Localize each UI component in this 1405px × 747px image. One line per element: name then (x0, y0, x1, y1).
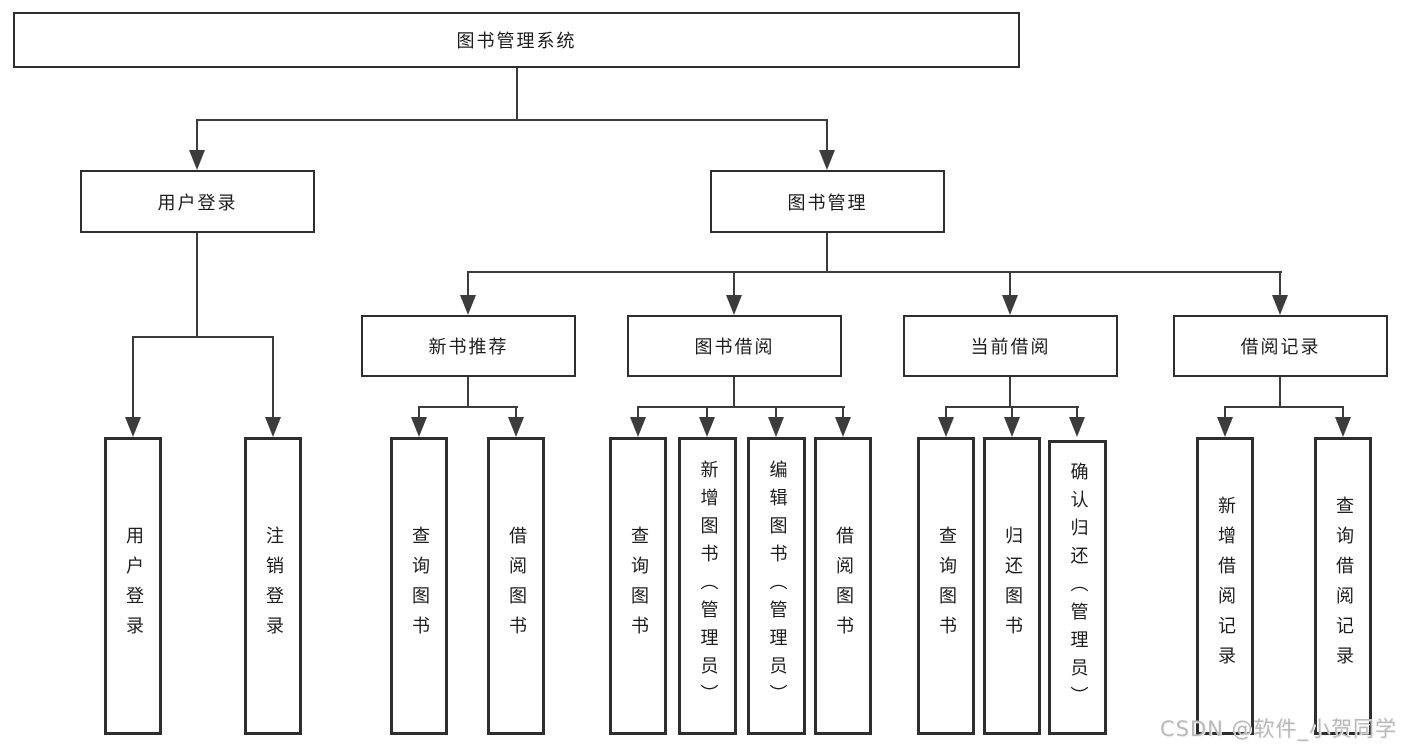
arrow-down-icon (189, 150, 205, 170)
leaf-query-books-borrowing: 查询图书 (609, 437, 667, 735)
connector-line (516, 68, 518, 119)
connector-line (842, 406, 844, 417)
leaf-borrow-books-recommend: 借阅图书 (487, 437, 545, 735)
arrow-down-icon (1004, 417, 1020, 437)
arrow-down-icon (1217, 417, 1233, 437)
node-label: 编辑图书（管理员） (766, 460, 788, 712)
node-label: 借阅记录 (1240, 337, 1321, 358)
connector-line (467, 271, 469, 295)
leaf-logout: 注销登录 (244, 437, 302, 735)
arrow-down-icon (938, 417, 954, 437)
connector-line (1279, 271, 1281, 295)
arrow-down-icon (630, 417, 646, 437)
connector-line (1009, 271, 1011, 295)
leaf-user-login: 用户登录 (104, 437, 162, 735)
node-borrowing-records: 借阅记录 (1173, 315, 1388, 377)
arrow-down-icon (726, 295, 742, 315)
arrow-down-icon (819, 150, 835, 170)
connector-line (196, 119, 198, 150)
leaf-query-books-current: 查询图书 (917, 437, 975, 735)
node-label: 图书管理系统 (456, 31, 577, 52)
node-library-management-system: 图书管理系统 (13, 12, 1020, 68)
arrow-down-icon (699, 417, 715, 437)
node-label: 用户登录 (123, 526, 144, 646)
connector-line (706, 406, 708, 417)
arrow-down-icon (508, 417, 524, 437)
arrow-down-icon (411, 417, 427, 437)
connector-line (515, 406, 517, 417)
connector-line (637, 406, 845, 408)
arrow-down-icon (125, 417, 141, 437)
connector-line (418, 406, 518, 408)
node-label: 图书借阅 (694, 337, 775, 358)
connector-line (1011, 406, 1013, 417)
leaf-borrow-books-borrowing: 借阅图书 (814, 437, 872, 735)
node-label: 图书管理 (787, 192, 868, 214)
connector-line (1224, 406, 1344, 408)
connector-line (272, 336, 274, 417)
node-label: 新增借阅记录 (1215, 496, 1236, 676)
connector-line (1279, 377, 1281, 406)
connector-line (945, 406, 947, 417)
connector-line (467, 271, 1282, 273)
connector-line (196, 119, 828, 121)
connector-line (1076, 406, 1078, 417)
connector-line (1224, 406, 1226, 417)
leaf-query-borrow-record: 查询借阅记录 (1314, 437, 1372, 735)
arrow-down-icon (835, 417, 851, 437)
node-label: 归还图书 (1002, 526, 1023, 646)
connector-line (826, 233, 828, 271)
csdn-watermark: CSDN @软件_小贺同学 (1160, 717, 1398, 741)
arrow-down-icon (1002, 295, 1018, 315)
node-label: 查询图书 (936, 526, 957, 646)
connector-line (132, 336, 134, 417)
leaf-add-books-admin: 新增图书（管理员） (678, 437, 737, 735)
connector-line (196, 233, 198, 336)
leaf-confirm-return-admin: 确认归还（管理员） (1048, 440, 1107, 735)
leaf-add-borrow-record: 新增借阅记录 (1196, 437, 1254, 735)
connector-line (775, 406, 777, 417)
connector-line (733, 377, 735, 406)
arrow-down-icon (1335, 417, 1351, 437)
node-label: 当前借阅 (970, 337, 1051, 358)
arrow-down-icon (1272, 295, 1288, 315)
node-book-borrowing: 图书借阅 (627, 315, 842, 377)
connector-line (418, 406, 420, 417)
node-label: 查询借阅记录 (1333, 496, 1354, 676)
arrow-down-icon (1069, 417, 1085, 437)
arrow-down-icon (460, 295, 476, 315)
leaf-query-books-recommend: 查询图书 (390, 437, 448, 735)
node-new-book-recommendation: 新书推荐 (361, 315, 576, 377)
node-label: 新增图书（管理员） (697, 460, 719, 712)
node-label: 查询图书 (628, 526, 649, 646)
connector-line (637, 406, 639, 417)
node-label: 借阅图书 (506, 526, 527, 646)
connector-line (1009, 377, 1011, 406)
node-label: 借阅图书 (833, 526, 854, 646)
node-label: 用户登录 (157, 192, 238, 214)
leaf-edit-books-admin: 编辑图书（管理员） (747, 437, 806, 735)
node-user-login: 用户登录 (80, 170, 315, 233)
node-book-management: 图书管理 (710, 170, 945, 233)
connector-line (132, 336, 274, 338)
node-label: 新书推荐 (428, 337, 509, 358)
connector-line (467, 377, 469, 406)
connector-line (1342, 406, 1344, 417)
leaf-return-books: 归还图书 (983, 437, 1041, 735)
arrow-down-icon (768, 417, 784, 437)
node-label: 确认归还（管理员） (1067, 461, 1089, 714)
node-label: 查询图书 (409, 526, 430, 646)
node-current-borrowing: 当前借阅 (903, 315, 1118, 377)
connector-line (826, 119, 828, 150)
connector-line (733, 271, 735, 295)
node-label: 注销登录 (263, 526, 284, 646)
arrow-down-icon (265, 417, 281, 437)
